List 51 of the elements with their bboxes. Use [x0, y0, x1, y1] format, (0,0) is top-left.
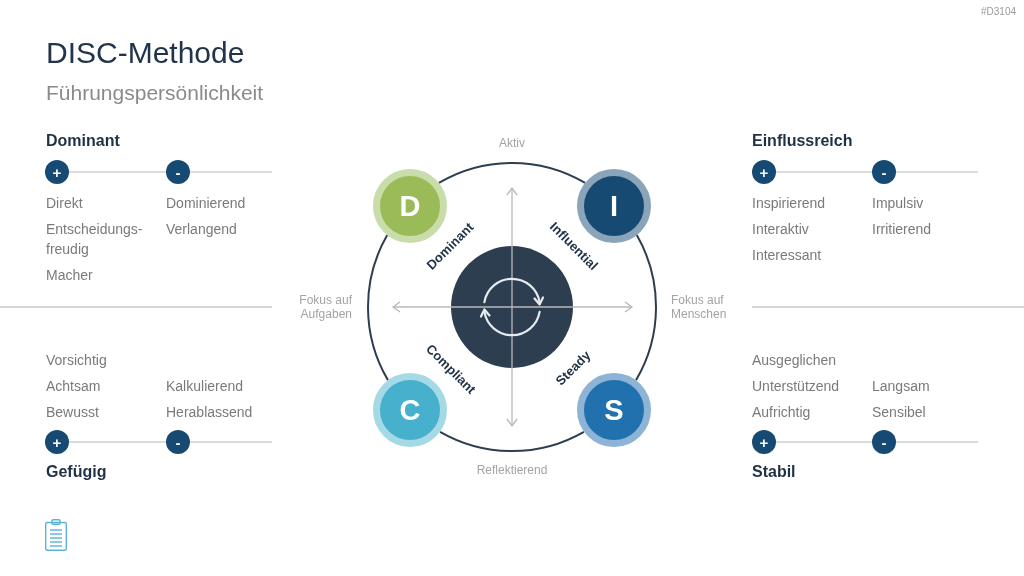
trait-word: Ausgeglichen: [752, 351, 837, 370]
connector-line: [775, 171, 873, 173]
minus-marker: -: [872, 160, 896, 184]
trait-word: Langsam: [872, 377, 930, 396]
section-heading: Gefügig: [46, 462, 107, 482]
trait-word: Interessant: [752, 246, 822, 265]
type-circle: S: [577, 373, 651, 447]
axis-label: Aktiv: [499, 136, 525, 150]
slide-subtitle: Führungspersönlichkeit: [46, 80, 264, 106]
axis-label: Fokus auf Aufgaben: [298, 293, 352, 321]
trait-word: Achtsam: [46, 377, 101, 396]
trait-word: Dominierend: [166, 194, 246, 213]
section-heading: Stabil: [752, 462, 796, 482]
minus-marker: -: [872, 430, 896, 454]
plus-marker: +: [752, 160, 776, 184]
trait-word: Sensibel: [872, 403, 926, 422]
type-circle: C: [373, 373, 447, 447]
axis-label: Reflektierend: [476, 463, 548, 477]
trait-word: Aufrichtig: [752, 403, 811, 422]
trait-word: Macher: [46, 266, 93, 285]
slide-title: DISC-Methode: [46, 35, 245, 71]
trait-word: Irritierend: [872, 220, 932, 239]
trait-word: Herablassend: [166, 403, 253, 422]
plus-marker: +: [752, 430, 776, 454]
trait-word: Vorsichtig: [46, 351, 107, 370]
section-heading: Einflussreich: [752, 131, 853, 151]
trait-word: Impulsiv: [872, 194, 924, 213]
connector-line: [68, 441, 167, 443]
ring-arc: [439, 430, 585, 452]
plus-marker: +: [45, 430, 69, 454]
trait-word: Verlangend: [166, 220, 237, 239]
slide-id: #D3104: [980, 6, 1016, 18]
connector-line: [68, 171, 167, 173]
minus-marker: -: [166, 430, 190, 454]
axis-label: Fokus auf Menschen: [671, 293, 728, 321]
ring-arc: [635, 234, 657, 382]
type-circle: I: [577, 169, 651, 243]
trait-word: Unterstützend: [752, 377, 840, 396]
trait-word: Inspirierend: [752, 194, 826, 213]
type-circle: D: [373, 169, 447, 243]
trait-word: Direkt: [46, 194, 83, 213]
trait-word: Bewusst: [46, 403, 99, 422]
section-heading: Dominant: [46, 131, 120, 151]
trait-word: Entscheidungs- freudig: [46, 220, 144, 259]
trait-word: Interaktiv: [752, 220, 809, 239]
trait-word: Kalkulierend: [166, 377, 244, 396]
ring-arc: [437, 162, 587, 184]
ring-arc: [367, 234, 389, 382]
connector-line: [775, 441, 873, 443]
plus-marker: +: [45, 160, 69, 184]
minus-marker: -: [166, 160, 190, 184]
